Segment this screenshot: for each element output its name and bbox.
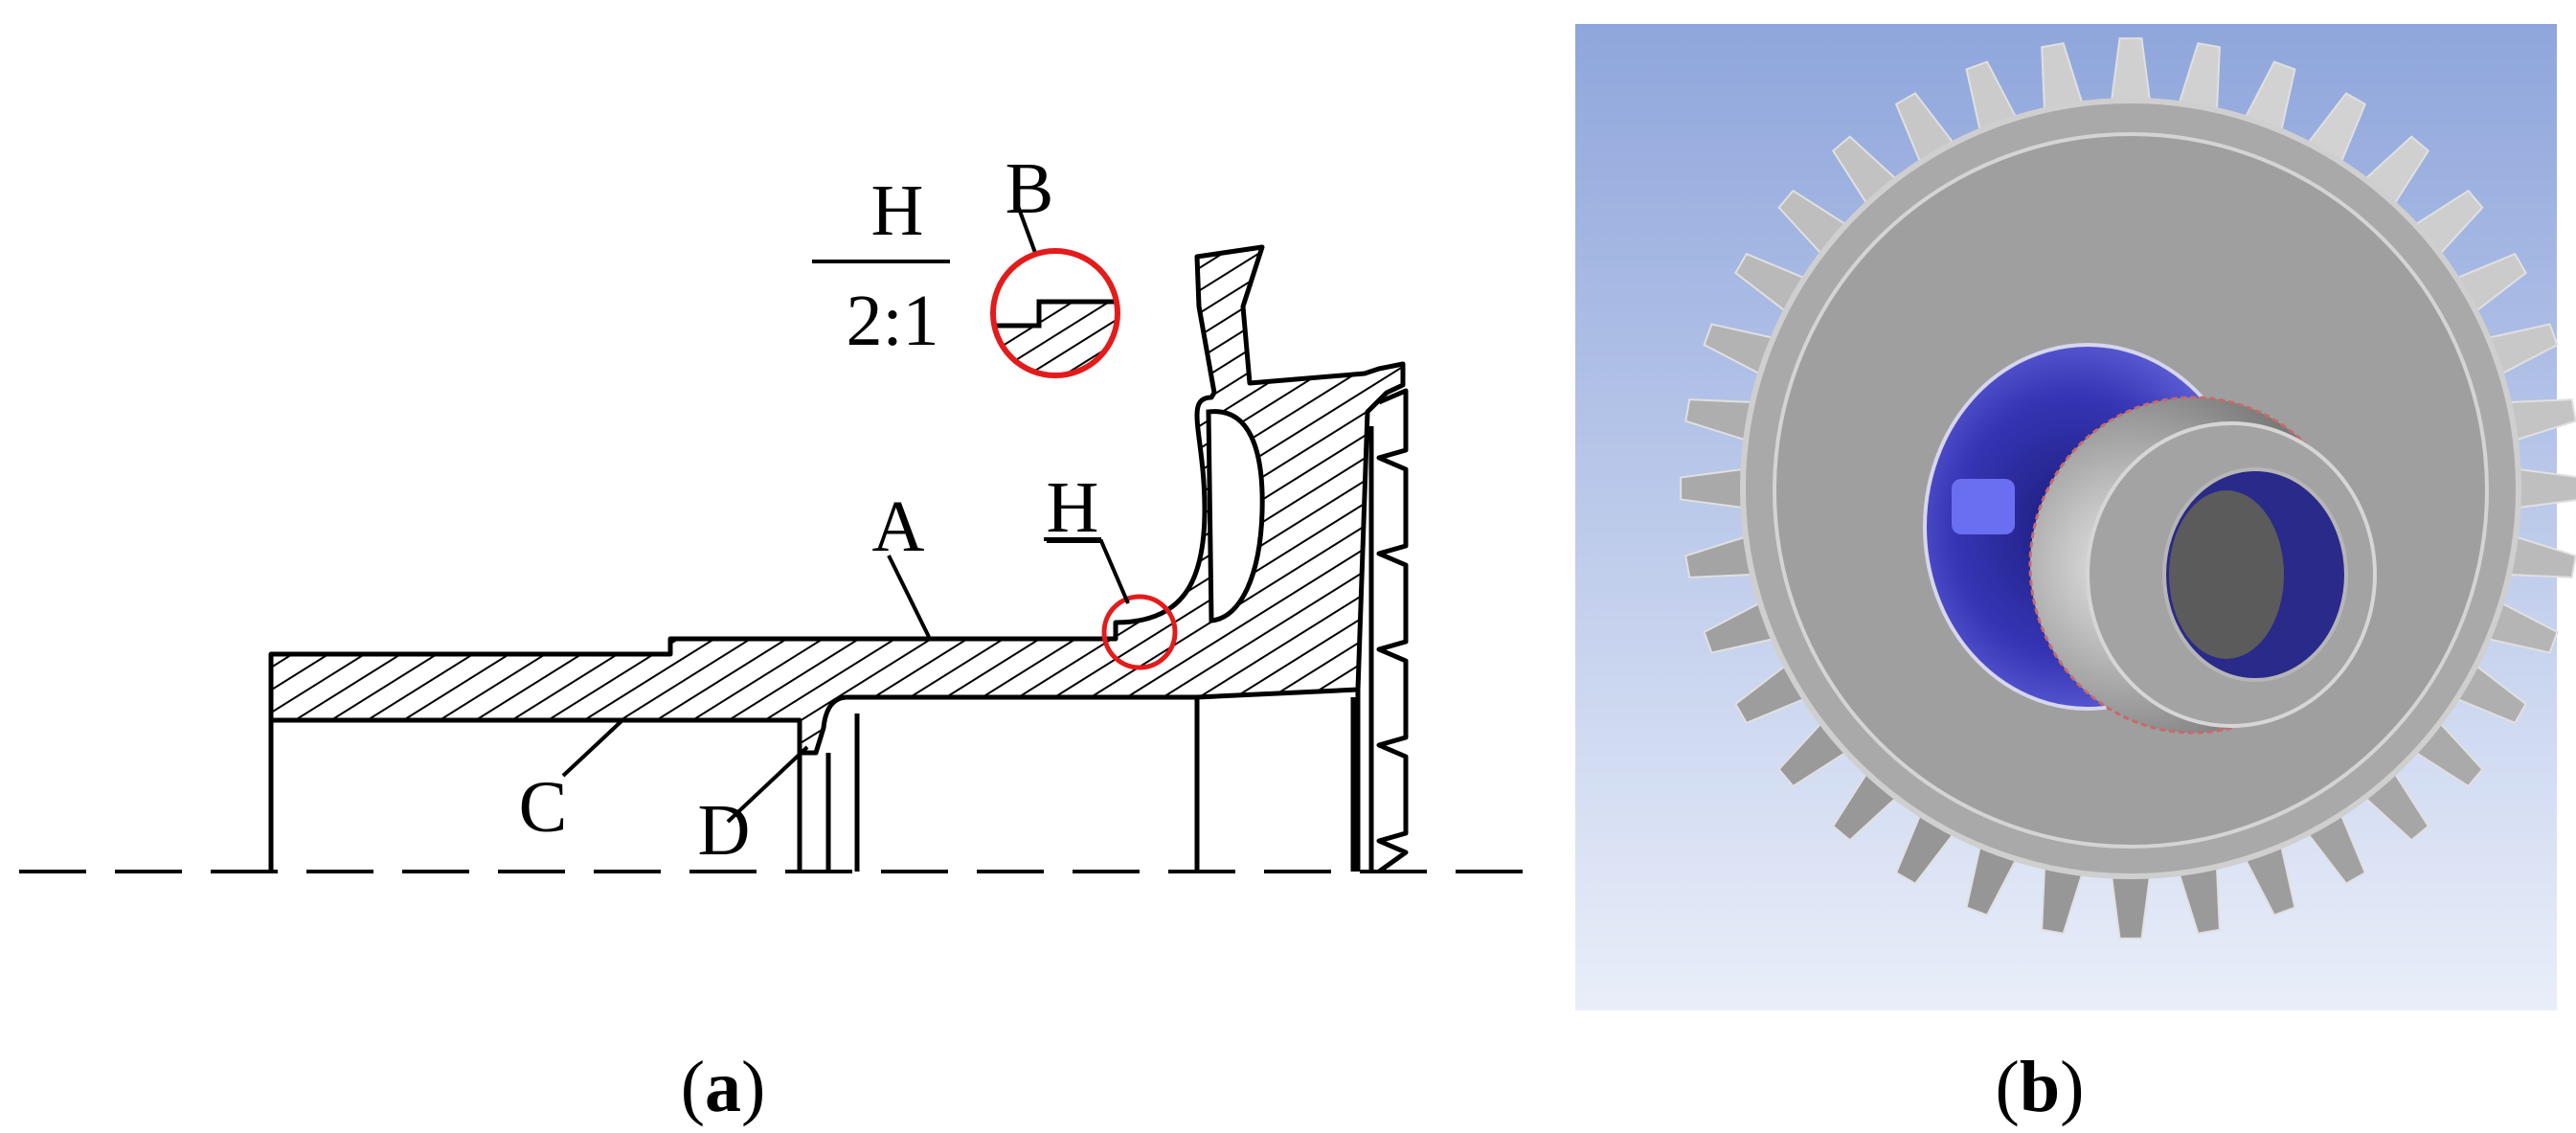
panel-b-gear-render bbox=[1575, 24, 2576, 1010]
label-detail-title: H bbox=[871, 170, 924, 251]
detail-h-circle bbox=[1101, 594, 1178, 670]
flange-pocket bbox=[1206, 409, 1265, 623]
label-B: B bbox=[1006, 148, 1054, 229]
caption-b: (b) bbox=[1996, 1047, 2085, 1127]
hub-bore-inner bbox=[2169, 490, 2284, 659]
label-detail-scale: 2:1 bbox=[846, 281, 938, 361]
label-A: A bbox=[872, 487, 925, 567]
label-C: C bbox=[519, 767, 568, 848]
detail-view-b bbox=[990, 248, 1120, 378]
hatched-section bbox=[268, 244, 1406, 756]
label-H: H bbox=[1047, 467, 1099, 548]
gear-teeth-profile bbox=[1376, 388, 1409, 874]
label-D: D bbox=[698, 790, 751, 871]
bore-outline bbox=[268, 426, 1374, 872]
panel-a-section-drawing: H 2:1 B A H C D (a) bbox=[19, 148, 1523, 1127]
keyway-highlight bbox=[1952, 479, 2015, 534]
caption-a: (a) bbox=[681, 1047, 766, 1127]
